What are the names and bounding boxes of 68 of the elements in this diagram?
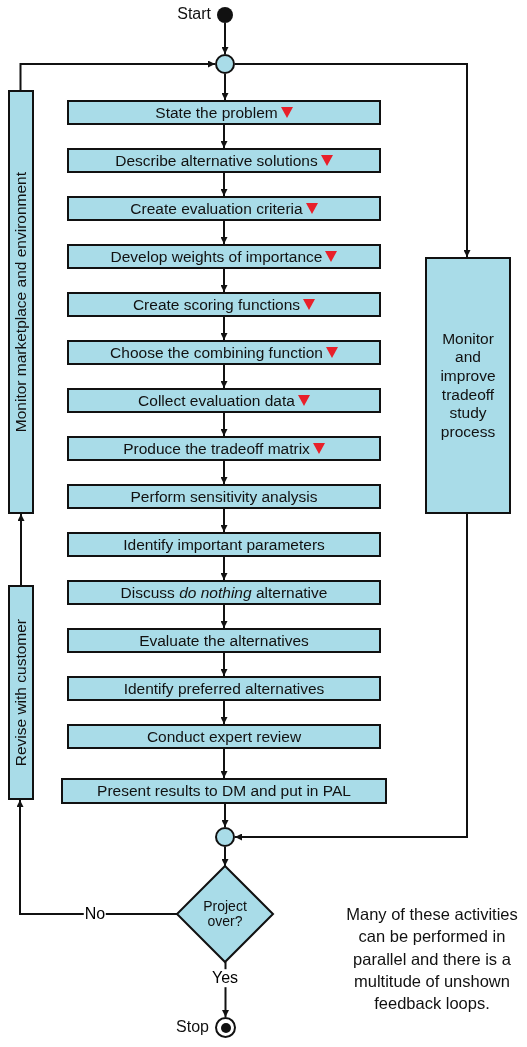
arrow: [19, 60, 216, 91]
process-box: [61, 778, 387, 804]
edge-label: Yes: [210, 969, 240, 987]
arrow: [220, 316, 228, 341]
merge-circle: [215, 827, 235, 847]
arrow: [220, 172, 228, 197]
process-box: [67, 244, 381, 269]
process-box: [67, 100, 381, 125]
arrow: [16, 799, 178, 915]
arrow: [220, 220, 228, 245]
process-box: [67, 724, 381, 749]
step-label: Develop weights of importance: [110, 248, 323, 265]
step-label: Discuss do nothing alternative: [120, 584, 328, 601]
step-label: Collect evaluation data: [138, 392, 295, 409]
step-label: Revise with customer: [12, 618, 30, 767]
step-label: Identify preferred alternatives: [123, 680, 325, 697]
process-box: [67, 292, 381, 317]
step-label: Produce the tradeoff matrix: [123, 440, 310, 457]
step-label: Identify important parameters: [123, 536, 325, 553]
arrow: [220, 604, 228, 629]
process-box: [67, 580, 381, 605]
process-box: [67, 196, 381, 221]
process-box: [67, 484, 381, 509]
terminal-label: Start: [176, 5, 211, 23]
arrow: [220, 364, 228, 389]
step-label: Choose the combining function: [110, 344, 323, 361]
arrow: [220, 268, 228, 293]
process-box: [67, 340, 381, 365]
step-label: State the problem: [155, 104, 278, 121]
process-box: [67, 676, 381, 701]
process-box: [67, 628, 381, 653]
merge-circle: [215, 54, 235, 74]
terminal-label: Stop: [175, 1018, 209, 1036]
arrow: [221, 22, 229, 55]
step-label: Conduct expert review: [146, 728, 302, 745]
note-text: Many of these activities can be performed in parallel and there is a multitude of unshown feedback loops.: [345, 904, 519, 1015]
step-label: Create scoring functions: [132, 296, 301, 313]
step-label: Create evaluation criteria: [130, 200, 303, 217]
process-box: [67, 436, 381, 461]
step-label: Evaluate the alternatives: [139, 632, 309, 649]
arrow: [221, 73, 229, 101]
step-label: Describe alternative solutions: [115, 152, 318, 169]
step-label: Monitor marketplace and environment: [12, 171, 30, 433]
step-label: Monitor and improve tradeoff study process: [439, 329, 497, 442]
process-box: [67, 532, 381, 557]
arrow: [220, 652, 228, 677]
step-label: Perform sensitivity analysis: [130, 488, 318, 505]
arrow: [220, 508, 228, 533]
arrow: [17, 513, 25, 586]
process-box: [67, 388, 381, 413]
arrow: [220, 412, 228, 437]
arrow: [220, 748, 228, 779]
step-label: Present results to DM and put in PAL: [97, 783, 351, 799]
arrow: [220, 124, 228, 149]
arrow: [234, 513, 468, 841]
process-box: [8, 90, 34, 514]
process-box: [8, 585, 34, 800]
arrow: [221, 803, 229, 828]
arrow: [220, 700, 228, 725]
process-box: [425, 257, 511, 514]
arrow: [221, 846, 229, 867]
decision-label: Project over?: [203, 898, 247, 930]
arrow: [220, 460, 228, 485]
arrow: [220, 556, 228, 581]
arrow: [234, 63, 471, 258]
start-dot: [217, 7, 233, 23]
stop-symbol: [215, 1017, 236, 1038]
process-box: [67, 148, 381, 173]
